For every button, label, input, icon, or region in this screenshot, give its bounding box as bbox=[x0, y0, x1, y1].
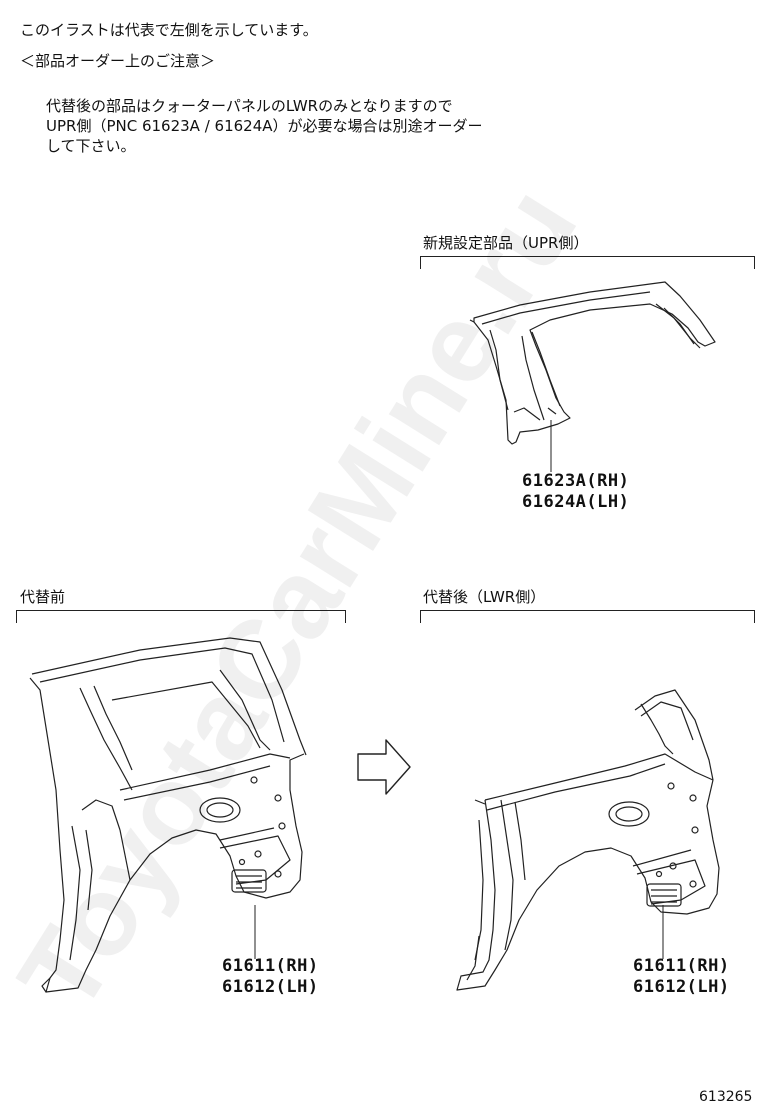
note-representative-left: このイラストは代表で左側を示しています。 bbox=[20, 21, 318, 39]
before-part-number-61612-lh: 61612(LH) bbox=[222, 977, 319, 997]
before-leader-line bbox=[254, 905, 256, 959]
replacement-arrow bbox=[357, 739, 411, 795]
after-label: 代替後（LWR側） bbox=[423, 588, 546, 606]
new-part-leader-line bbox=[550, 420, 552, 472]
after-leader-line bbox=[662, 905, 664, 959]
after-part-number-61611-rh: 61611(RH) bbox=[633, 956, 730, 976]
before-part-number-61611-rh: 61611(RH) bbox=[222, 956, 319, 976]
quarter-panel-after-drawing bbox=[456, 689, 720, 991]
part-number-61624a-lh: 61624A(LH) bbox=[522, 492, 630, 512]
caution-line-2: UPR側（PNC 61623A / 61624A）が必要な場合は別途オーダー bbox=[46, 117, 483, 135]
before-label: 代替前 bbox=[20, 588, 66, 606]
after-part-number-61612-lh: 61612(LH) bbox=[633, 977, 730, 997]
order-caution-heading: ＜部品オーダー上のご注意＞ bbox=[20, 52, 216, 70]
new-part-label: 新規設定部品（UPR側） bbox=[423, 234, 589, 252]
caution-line-1: 代替後の部品はクォーターパネルのLWRのみとなりますので bbox=[46, 97, 453, 115]
part-number-61623a-rh: 61623A(RH) bbox=[522, 471, 630, 491]
caution-line-3: して下さい。 bbox=[46, 137, 136, 155]
before-bracket bbox=[16, 610, 346, 623]
new-part-bracket bbox=[420, 256, 755, 269]
quarter-panel-before-drawing bbox=[29, 637, 307, 993]
after-bracket bbox=[420, 610, 755, 623]
figure-id: 613265 bbox=[699, 1089, 753, 1105]
upper-quarter-panel-drawing bbox=[469, 281, 716, 445]
